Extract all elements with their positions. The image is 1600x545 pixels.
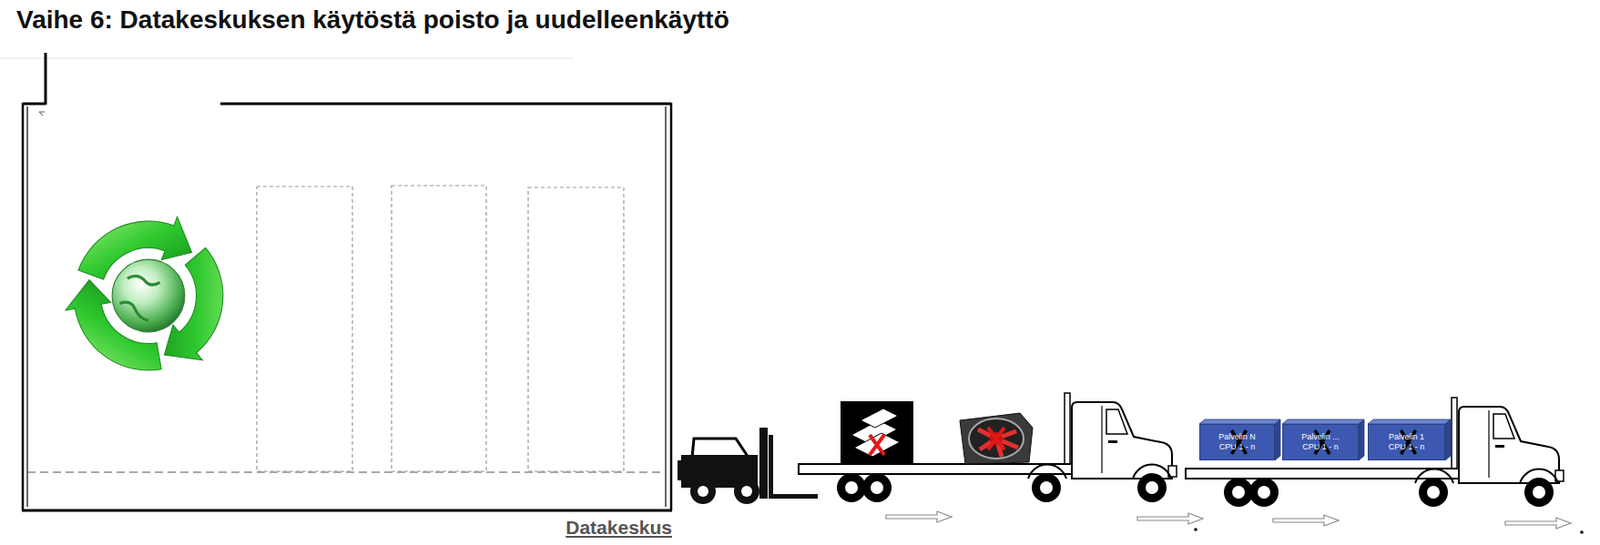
- empty-rack-slots: [256, 185, 624, 472]
- building-outline: [21, 102, 673, 511]
- recycling-icon: [58, 216, 253, 397]
- title-rule: [0, 58, 574, 60]
- server-label: Palvelin ... CPU 1 - n: [1294, 432, 1347, 453]
- server-label: Palvelin N CPU 1 - n: [1211, 432, 1264, 453]
- server-box: Palvelin N CPU 1 - n: [1199, 424, 1275, 461]
- building-label: Datakeskus: [565, 517, 673, 540]
- server-label: Palvelin 1 CPU 1 - n: [1380, 432, 1434, 453]
- server-box: Palvelin ... CPU 1 - n: [1282, 424, 1359, 461]
- direction-arrows: [886, 511, 1584, 535]
- server-box: Palvelin 1 CPU 1 - n: [1367, 424, 1446, 461]
- component-box: [840, 401, 914, 465]
- flatbed-truck: [798, 393, 1177, 503]
- datacenter-building: Datakeskus: [22, 102, 673, 512]
- forklift: [677, 428, 818, 505]
- cooling-fan: [959, 413, 1033, 465]
- server-box-sides: [1199, 419, 1451, 461]
- title-leader: [44, 52, 48, 105]
- diagram-title: Vaihe 6: Datakeskuksen käytöstä poisto j…: [16, 5, 730, 35]
- flatbed-truck: [1185, 397, 1564, 508]
- cursor-mark: [39, 112, 45, 116]
